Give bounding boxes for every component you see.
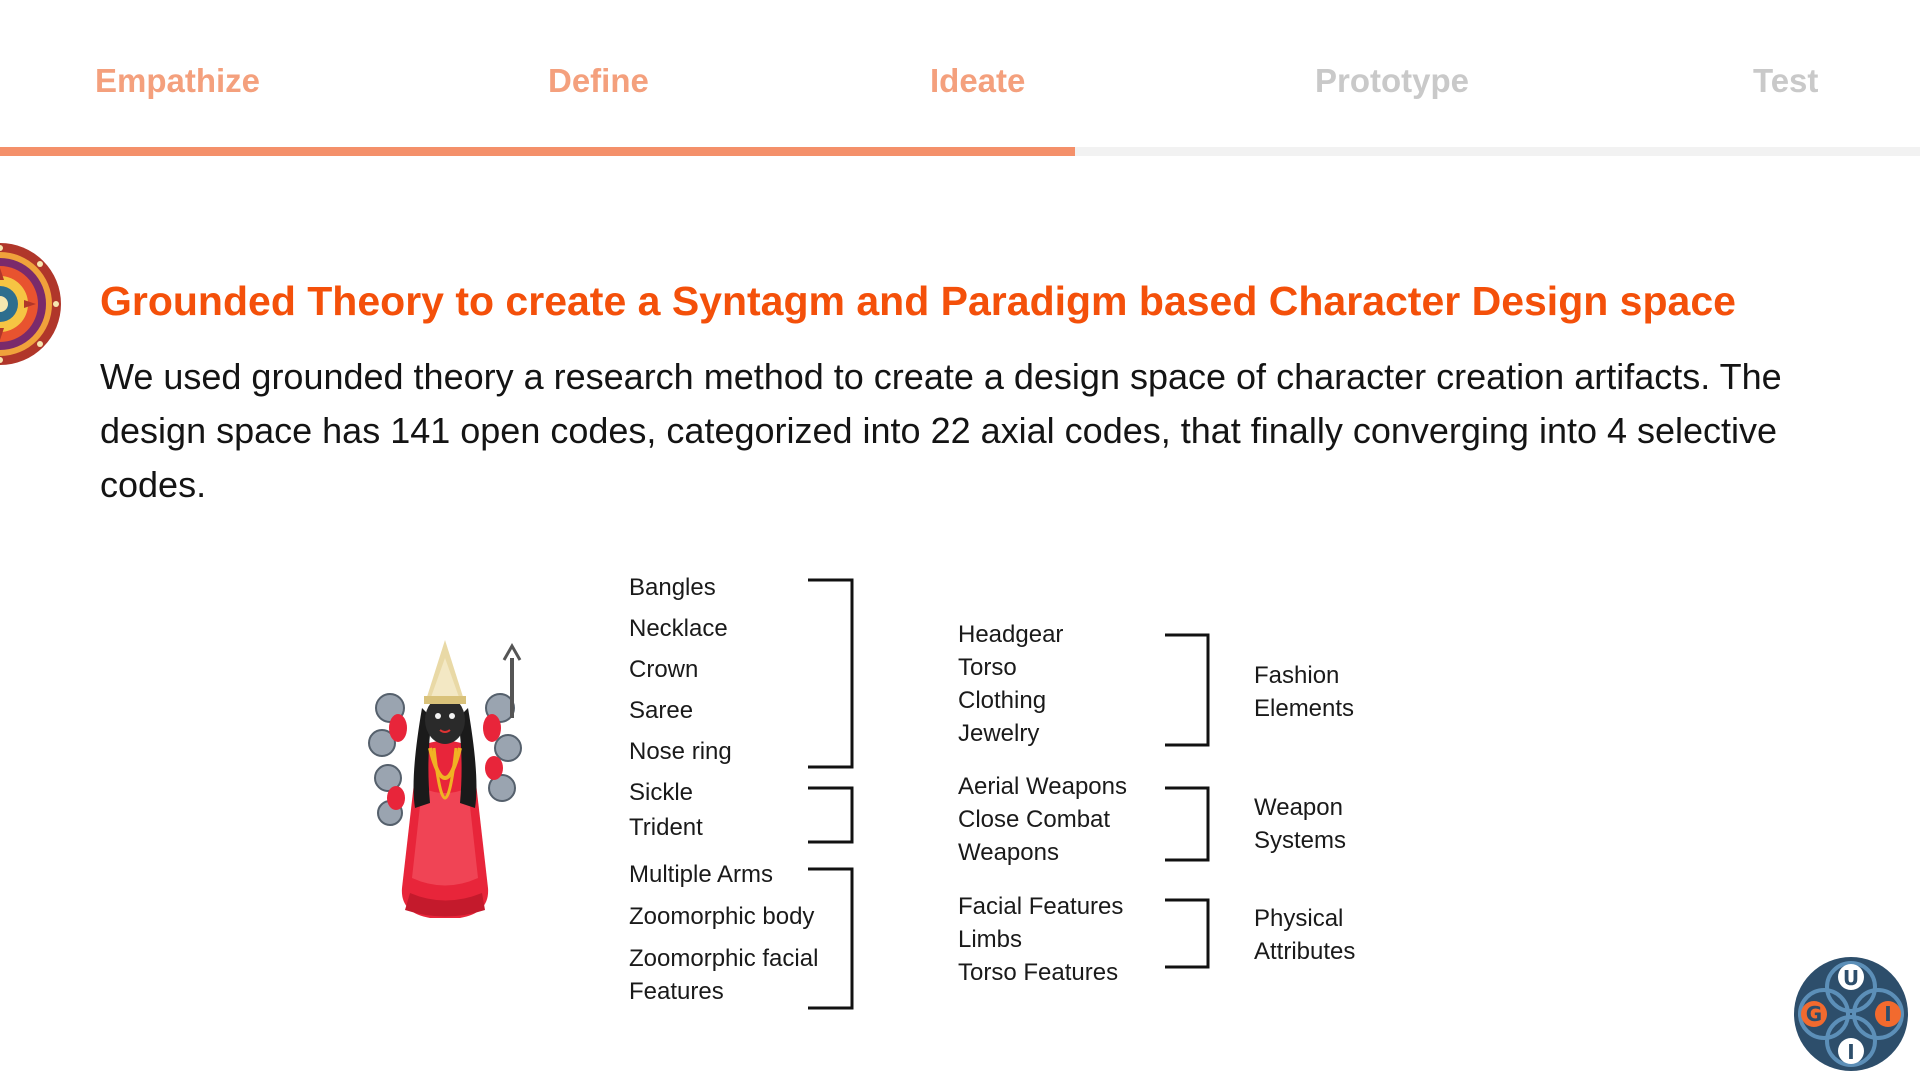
open-code: Features bbox=[629, 978, 724, 1005]
axial-code: Facial Features bbox=[958, 893, 1124, 920]
axial-code: Jewelry bbox=[958, 720, 1040, 747]
tab-ideate[interactable]: Ideate bbox=[930, 62, 1026, 99]
phase-tabs: Empathize Define Ideate Prototype Test bbox=[0, 0, 1920, 160]
tab-define[interactable]: Define bbox=[548, 62, 649, 99]
open-code: Trident bbox=[629, 814, 703, 841]
axial-code: Limbs bbox=[958, 926, 1023, 953]
selective-code: Fashion bbox=[1254, 662, 1340, 689]
ugii-logo[interactable]: U G I I bbox=[1792, 955, 1910, 1073]
selective-code: Weapon bbox=[1254, 794, 1343, 821]
logo-letter-i-bottom: I bbox=[1847, 1040, 1854, 1064]
logo-letter-g: G bbox=[1806, 1002, 1822, 1026]
open-code: Saree bbox=[629, 697, 694, 724]
axial-code: Clothing bbox=[958, 687, 1047, 714]
goddess-statue-image bbox=[368, 640, 522, 918]
tab-prototype[interactable]: Prototype bbox=[1315, 62, 1470, 99]
open-code: Nose ring bbox=[629, 738, 732, 765]
logo-letter-i: I bbox=[1884, 1002, 1891, 1026]
bracket-axial-group2 bbox=[1165, 786, 1210, 862]
bracket-axial-group1 bbox=[1165, 633, 1210, 747]
axial-code: Torso bbox=[958, 654, 1017, 681]
logo-letter-u: U bbox=[1843, 966, 1859, 990]
axial-code: Weapons bbox=[958, 839, 1059, 866]
progress-fill bbox=[0, 147, 1076, 156]
selective-code: Physical bbox=[1254, 905, 1344, 932]
tab-test[interactable]: Test bbox=[1753, 62, 1819, 99]
bracket-open-group1 bbox=[808, 578, 854, 769]
open-code: Sickle bbox=[629, 779, 694, 806]
selective-code: Elements bbox=[1254, 695, 1355, 722]
description-paragraph: We used grounded theory a research metho… bbox=[100, 356, 1782, 505]
mandala-icon bbox=[0, 243, 61, 365]
axial-code: Aerial Weapons bbox=[958, 773, 1127, 800]
axial-code: Headgear bbox=[958, 621, 1064, 648]
axial-code: Torso Features bbox=[958, 959, 1119, 986]
progress-track bbox=[0, 147, 1920, 156]
open-code: Zoomorphic facial bbox=[629, 945, 819, 972]
section-heading: Grounded Theory to create a Syntagm and … bbox=[100, 278, 1736, 324]
open-code: Zoomorphic body bbox=[629, 903, 815, 930]
open-code: Bangles bbox=[629, 574, 716, 601]
axial-code: Close Combat bbox=[958, 806, 1111, 833]
open-code: Crown bbox=[629, 656, 699, 683]
open-code: Necklace bbox=[629, 615, 728, 642]
bracket-axial-group3 bbox=[1165, 898, 1210, 969]
selective-code: Attributes bbox=[1254, 938, 1356, 965]
bracket-open-group2 bbox=[808, 786, 854, 844]
selective-code: Systems bbox=[1254, 827, 1347, 854]
bracket-open-group3 bbox=[808, 867, 854, 1010]
open-code: Multiple Arms bbox=[629, 861, 774, 888]
tab-empathize[interactable]: Empathize bbox=[95, 62, 261, 99]
